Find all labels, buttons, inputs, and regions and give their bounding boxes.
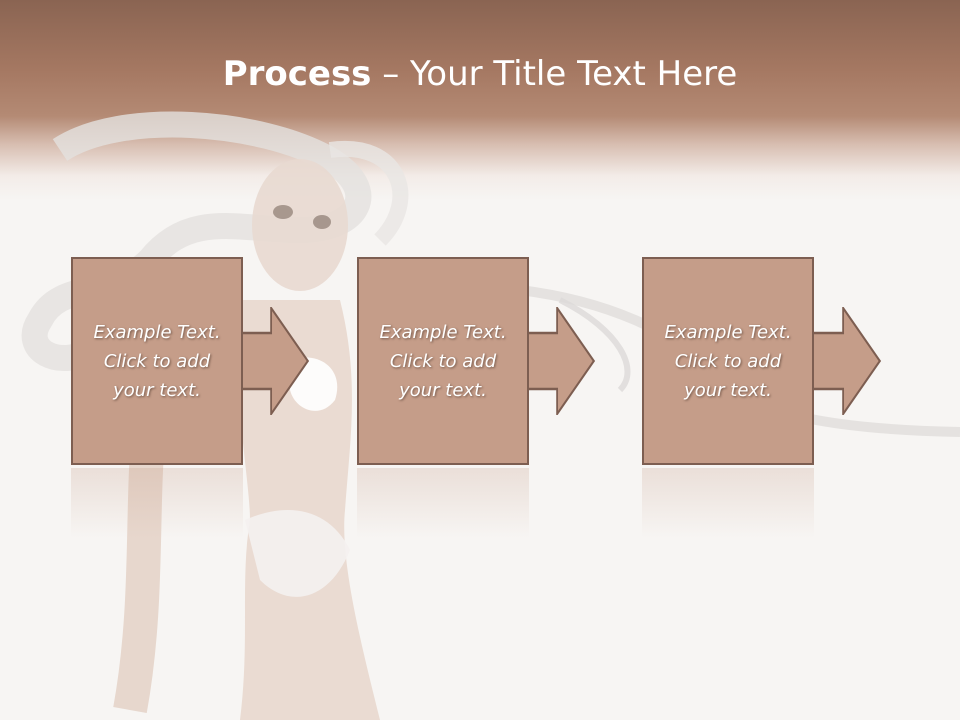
title-rest: – Your Title Text Here <box>371 54 738 94</box>
step-text-line: Click to add <box>674 350 782 372</box>
step-text-line: Example Text. <box>93 321 221 343</box>
slide-title[interactable]: Process – Your Title Text Here <box>0 50 960 98</box>
process-arrow-2 <box>526 307 596 415</box>
process-arrow-3 <box>812 307 882 415</box>
step-text-line: Example Text. <box>379 321 507 343</box>
step-text: Example Text. Click to add your text. <box>653 318 803 405</box>
step-text-line: your text. <box>113 379 201 401</box>
step-reflection <box>71 468 243 538</box>
step-text: Example Text. Click to add your text. <box>368 318 518 405</box>
process-step-3[interactable]: Example Text. Click to add your text. <box>642 257 814 465</box>
step-text-line: your text. <box>399 379 487 401</box>
step-text-line: Example Text. <box>664 321 792 343</box>
step-text-line: your text. <box>684 379 772 401</box>
step-text-line: Click to add <box>103 350 211 372</box>
step-text: Example Text. Click to add your text. <box>82 318 232 405</box>
process-arrow-1 <box>240 307 310 415</box>
title-banner <box>0 0 960 200</box>
step-reflection <box>357 468 529 538</box>
title-bold: Process <box>222 54 372 94</box>
process-step-1[interactable]: Example Text. Click to add your text. <box>71 257 243 465</box>
process-step-2[interactable]: Example Text. Click to add your text. <box>357 257 529 465</box>
step-text-line: Click to add <box>389 350 497 372</box>
step-reflection <box>642 468 814 538</box>
